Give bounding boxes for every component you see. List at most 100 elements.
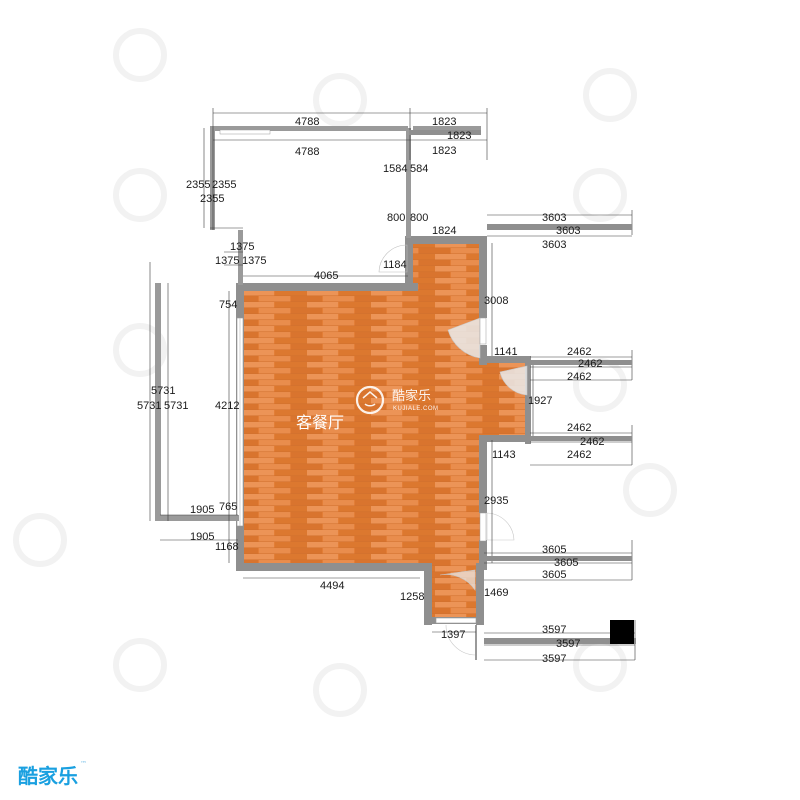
dim-2462-b: 2462 bbox=[578, 358, 602, 370]
kujiale-logo-icon bbox=[355, 385, 385, 415]
room-label: 客餐厅 bbox=[296, 413, 344, 432]
wall-notch-left bbox=[405, 237, 413, 291]
door-swing-bump bbox=[499, 365, 528, 396]
dim-2462-e: 2462 bbox=[580, 436, 604, 448]
door-swing-bottom bbox=[445, 624, 477, 656]
doors bbox=[378, 244, 528, 660]
dim-3597-b: 3597 bbox=[556, 638, 580, 650]
dim-4065: 4065 bbox=[314, 270, 338, 282]
dim-2462-f: 2462 bbox=[567, 449, 591, 461]
dim-left-stack-c: 2355 bbox=[200, 193, 224, 205]
dim-3605-b: 3605 bbox=[554, 557, 578, 569]
dim-top-left-2: 4788 bbox=[295, 146, 319, 158]
watermark-logo-icon bbox=[113, 638, 167, 692]
dim-1184: 1184 bbox=[383, 259, 407, 271]
watermark-logo-icon bbox=[313, 73, 367, 127]
black-column bbox=[610, 620, 634, 644]
watermark-logo-icon bbox=[113, 28, 167, 82]
dim-3597-a: 3597 bbox=[542, 624, 566, 636]
door-swing-upper-right bbox=[447, 317, 481, 359]
dim-left-stack-b: 2355 bbox=[212, 179, 236, 191]
door-swing-top-notch bbox=[378, 244, 408, 273]
dim-4212: 4212 bbox=[215, 400, 239, 412]
wall-bottom-notch-left bbox=[424, 563, 432, 625]
dim-1258: 1258 bbox=[400, 591, 424, 603]
dim-ne-right-3: 3603 bbox=[542, 239, 566, 251]
dim-2462-c: 2462 bbox=[567, 371, 591, 383]
dim-top-right-3: 1823 bbox=[432, 145, 456, 157]
dim-5731-c: 5731 bbox=[164, 400, 188, 412]
watermark-logo-icon bbox=[573, 168, 627, 222]
dim-3597-c: 3597 bbox=[542, 653, 566, 665]
wall-bump-top bbox=[479, 356, 529, 363]
wall-bottom-notch-right bbox=[476, 563, 484, 625]
dim-ne-right-2: 3603 bbox=[556, 225, 580, 237]
dim-800-a: 800 bbox=[387, 212, 405, 224]
dim-1143: 1143 bbox=[492, 449, 516, 461]
door-swing-bottom-notch bbox=[439, 569, 476, 591]
dim-2462-d: 2462 bbox=[567, 422, 591, 434]
dim-3605-a: 3605 bbox=[542, 544, 566, 556]
dim-800-b: 800 bbox=[410, 212, 428, 224]
dim-3605-c: 3605 bbox=[542, 569, 566, 581]
dim-1375-b: 1375 bbox=[215, 255, 239, 267]
brand-logo-text: 酷家乐 bbox=[18, 764, 78, 788]
dim-1469: 1469 bbox=[484, 587, 508, 599]
dim-5731-a: 5731 bbox=[151, 385, 175, 397]
watermark-brand: 酷家乐 bbox=[392, 388, 431, 404]
wall-bottom bbox=[236, 563, 432, 571]
dim-1375-a: 1375 bbox=[230, 241, 254, 253]
watermark-url: KUJIALE.COM bbox=[393, 406, 439, 412]
dimension-lines bbox=[149, 108, 636, 661]
dim-1905-a: 1905 bbox=[190, 504, 214, 516]
center-watermark: 酷家乐 KUJIALE.COM bbox=[355, 385, 439, 415]
dim-1375-c: 1375 bbox=[242, 255, 266, 267]
watermark-logo-icon bbox=[313, 663, 367, 717]
dim-top-right-2: 1823 bbox=[447, 130, 471, 142]
dim-1905-b: 1905 bbox=[190, 531, 214, 543]
dim-ne-top: 1824 bbox=[432, 225, 456, 237]
door-swing-lower-right bbox=[486, 512, 515, 541]
dim-1397: 1397 bbox=[441, 629, 465, 641]
watermark-logo-icon bbox=[573, 638, 627, 692]
windows bbox=[236, 317, 477, 624]
wall-top bbox=[236, 283, 418, 291]
wall-right-lower-2 bbox=[479, 540, 487, 570]
dim-765: 765 bbox=[219, 501, 237, 513]
dim-2462-a: 2462 bbox=[567, 346, 591, 358]
dim-left-stack-a: 2355 bbox=[186, 179, 210, 191]
wall-right-upper-2 bbox=[479, 345, 487, 365]
dim-top-right-1: 1823 bbox=[432, 116, 456, 128]
dim-4494: 4494 bbox=[320, 580, 344, 592]
dimension-labels: 4788 4788 1823 1823 1823 2355 2355 2355 … bbox=[137, 116, 604, 665]
window-bottom bbox=[435, 617, 477, 624]
dim-754: 754 bbox=[219, 299, 237, 311]
dim-balcony-mid-a: 1584 bbox=[383, 163, 407, 175]
brand-logo-trademark: ™ bbox=[80, 760, 87, 768]
wall-right-upper bbox=[479, 236, 487, 318]
dim-ne-right-1: 3603 bbox=[542, 212, 566, 224]
dim-2935: 2935 bbox=[484, 495, 508, 507]
wall-notch-top bbox=[405, 236, 487, 244]
door-leaf-upper-right bbox=[479, 317, 487, 345]
dim-1141: 1141 bbox=[494, 346, 518, 358]
wall-bump-bottom bbox=[479, 435, 531, 442]
dim-top-left-1: 4788 bbox=[295, 116, 319, 128]
wall-right-lower bbox=[479, 435, 487, 513]
dim-5731-b: 5731 bbox=[137, 400, 161, 412]
watermark-logo-icon bbox=[113, 323, 167, 377]
watermark-logo-icon bbox=[623, 463, 677, 517]
watermark-logo-icon bbox=[583, 68, 637, 122]
watermark-logo-icon bbox=[113, 168, 167, 222]
exterior-bars bbox=[409, 130, 636, 644]
balcony-walls bbox=[155, 126, 481, 521]
watermark-logo-icon bbox=[13, 513, 67, 567]
door-leaf-lower-right bbox=[479, 512, 487, 542]
dim-3008: 3008 bbox=[484, 295, 508, 307]
dim-1168: 1168 bbox=[215, 541, 239, 553]
dim-balcony-mid-b: 584 bbox=[410, 163, 428, 175]
wall-bump-right bbox=[525, 356, 531, 444]
dim-1927: 1927 bbox=[528, 395, 552, 407]
